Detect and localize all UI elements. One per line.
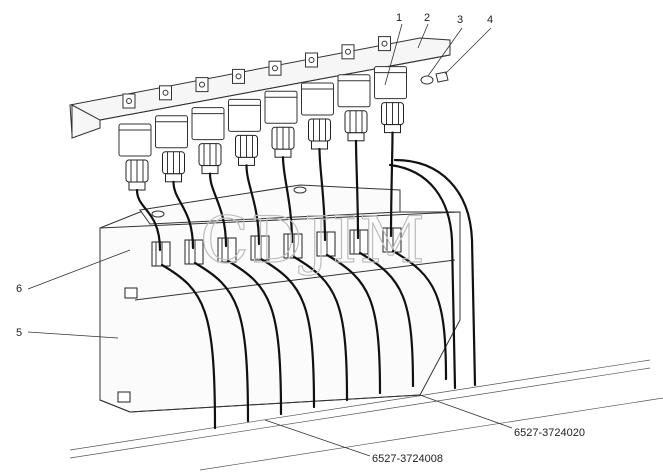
relay-unit (118, 93, 152, 191)
harness-wire-long (388, 163, 457, 390)
relay-tab (195, 77, 209, 93)
harness-wire (135, 188, 162, 252)
part-number-harness-a: 6527-3724020 (514, 427, 585, 439)
watermark: CDJIM (200, 204, 427, 278)
harness-wire (354, 139, 360, 240)
harness-wire (226, 259, 283, 416)
harness-wire (318, 147, 327, 242)
harness-wire (389, 131, 394, 238)
relay-unit (301, 52, 334, 150)
tab-hole (162, 89, 169, 96)
harness-wire (193, 261, 250, 423)
wire-harness (135, 131, 477, 430)
relay-tab (341, 44, 355, 60)
callout-4: 4 (487, 14, 493, 26)
relay-body (118, 123, 152, 157)
harness-wire (172, 180, 195, 250)
fasteners (420, 71, 449, 85)
harness-wire (358, 251, 415, 388)
tab-hole (308, 57, 315, 63)
relay-body (155, 115, 188, 149)
harness-wire (292, 255, 349, 402)
harness-wire (245, 164, 261, 246)
relay-body (191, 107, 225, 141)
socket-plug (347, 132, 365, 142)
relay-row (118, 36, 407, 191)
washer (420, 75, 434, 85)
relay-body (374, 66, 407, 100)
relay-tab (232, 68, 245, 84)
tab-hole (272, 65, 278, 72)
relay-tab (159, 85, 172, 101)
relay-unit (228, 68, 261, 166)
relay-tab (122, 93, 136, 109)
mounting-plate (69, 37, 451, 139)
floor-lines (69, 359, 663, 471)
harness-wire (281, 156, 294, 244)
tab-hole (381, 40, 388, 47)
relay-unit (191, 77, 225, 175)
relay-unit (374, 36, 407, 134)
callout-6: 6 (16, 283, 22, 295)
relay-unit (155, 85, 188, 183)
relay-body (337, 74, 371, 108)
tab-hole (126, 98, 132, 104)
tab-hole (199, 81, 205, 88)
part-number-harness-b: 6527-3724008 (372, 453, 443, 465)
harness-wire (325, 253, 382, 395)
socket-plug (238, 156, 255, 166)
callout-1: 1 (396, 12, 402, 24)
socket-plug (128, 181, 146, 191)
socket-plug (311, 140, 328, 150)
tab-hole (235, 73, 242, 80)
harness-wire (391, 249, 448, 381)
harness-wire (259, 257, 316, 409)
callout-3: 3 (457, 14, 463, 26)
relay-tab (305, 52, 318, 68)
bolt-head (435, 71, 449, 83)
connector-blocks (151, 227, 402, 267)
leader-lines (27, 23, 513, 457)
relay-body (264, 90, 298, 124)
socket-plug (201, 165, 219, 175)
relay-body (228, 98, 261, 132)
relay-body (301, 82, 334, 116)
socket-plug (384, 124, 401, 134)
harness-wire (160, 263, 217, 430)
callout-5: 5 (16, 327, 22, 339)
harness-wire (208, 172, 228, 248)
relay-unit (264, 60, 298, 158)
relay-tab (268, 60, 282, 76)
callout-2: 2 (424, 12, 430, 24)
tab-hole (345, 48, 351, 55)
relay-tab (378, 36, 391, 52)
relay-unit (337, 44, 371, 142)
socket-plug (274, 148, 292, 158)
harness-wire-long (393, 158, 477, 387)
socket-plug (165, 173, 182, 183)
